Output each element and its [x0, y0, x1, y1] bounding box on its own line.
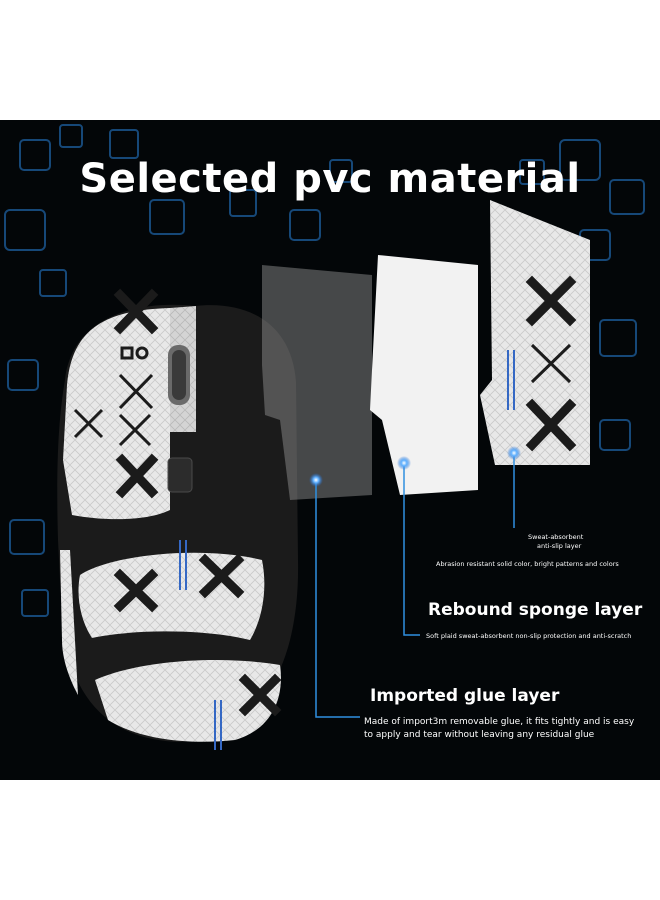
product-illustration: [4, 124, 645, 750]
glue-layer: [262, 265, 372, 500]
glue-layer-title: Imported glue layer: [370, 686, 560, 706]
sponge-layer: [370, 255, 478, 495]
callout-dots: [309, 446, 521, 487]
pvc-layer: [480, 200, 590, 465]
sponge-layer-desc: Soft plaid sweat-absorbent non-slip prot…: [426, 632, 632, 640]
glue-layer-desc: Made of import3m removable glue, it fits…: [364, 717, 635, 740]
sponge-layer-title: Rebound sponge layer: [428, 600, 643, 620]
headline: Selected pvc material: [79, 156, 581, 202]
pvc-layer-desc: Abrasion resistant solid color, bright p…: [436, 560, 619, 568]
pvc-layer-title-1: Sweat-absorbent: [528, 533, 584, 541]
gaming-mouse: [57, 288, 299, 750]
pvc-layer-title-2: anti-slip layer: [537, 542, 582, 550]
product-panel: Selected pvc material Sweat-absorbent an…: [0, 120, 660, 780]
callout-lines: [315, 453, 515, 718]
